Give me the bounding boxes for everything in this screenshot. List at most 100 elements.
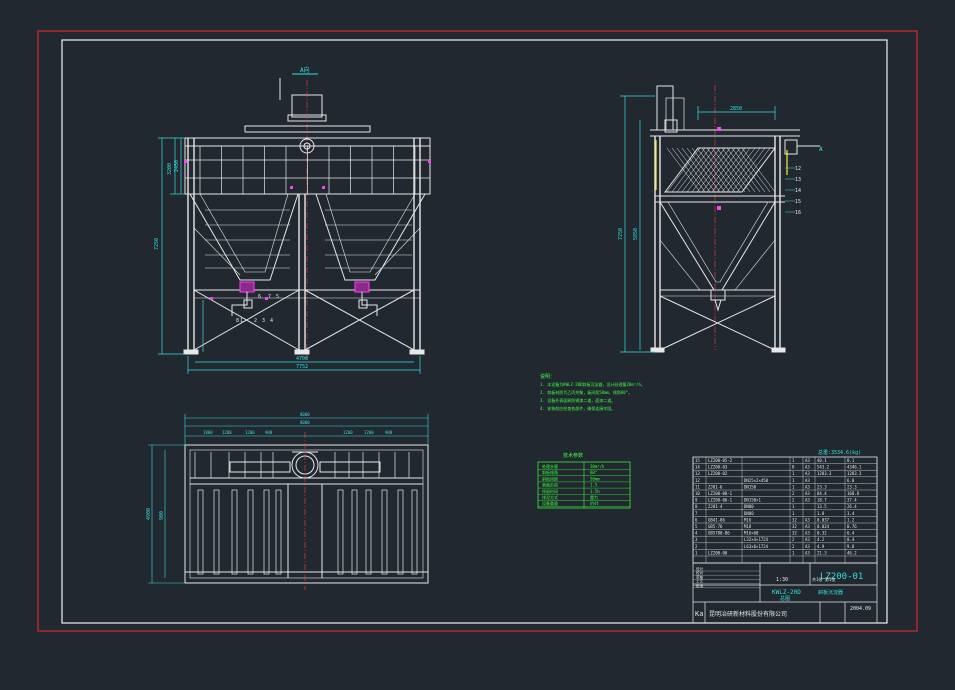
company-name: 昆明冶研新材料股份有限公司 (709, 610, 787, 618)
parts-cell: 18.7 (817, 498, 827, 503)
callout-number: 13 (795, 177, 801, 183)
parts-cell: 1 (792, 504, 795, 509)
callout-number: 1 (240, 318, 243, 324)
parts-cell: 6.4 (847, 531, 855, 536)
parts-cell: GB5-76 (708, 524, 723, 529)
title-role-label: 批准 (696, 583, 704, 588)
title-role-label: 工艺 (696, 579, 704, 584)
callout-number: 3 (262, 318, 265, 324)
parts-cell: 0.32 (817, 531, 827, 536)
outer-frame (37, 30, 918, 632)
parts-cell: 21.3 (817, 550, 827, 555)
parts-cell: DN80 (744, 504, 754, 509)
parts-cell: A3 (805, 537, 810, 542)
callout-number: 6 (258, 294, 261, 300)
parts-cell: 5 (695, 524, 698, 529)
section-label: A向 (300, 66, 310, 74)
title-date: 2004.09 (850, 606, 871, 612)
spec-param-name: 斜板间距 (542, 475, 558, 481)
callout-number: 4 (270, 318, 273, 324)
front-view-dimensions (158, 137, 421, 374)
title-sheet: 共1张 第1张 (812, 576, 835, 582)
parts-cell: A3 (805, 517, 810, 522)
parts-cell: 1 (792, 458, 795, 463)
parts-cell: 9 (695, 498, 698, 503)
spec-param-name: 设备重量 (542, 500, 558, 506)
title-scale: 1:30 (776, 577, 788, 583)
callout-number: 12 (795, 166, 801, 172)
title-role-label: 校对 (696, 570, 704, 575)
parts-cell: DN80 (744, 511, 754, 516)
parts-cell: 8.4 (847, 537, 855, 542)
parts-cell: LZ200-08-1 (708, 491, 733, 496)
side-dim-total-height: 7250 (618, 228, 624, 240)
notes-block: 说明： 1. 本设备为KWLZ-20D斜板沉淀器，设计处理量20m³/h。 2.… (540, 373, 645, 411)
parts-cell: LZ200-03 (708, 465, 728, 470)
parts-cell: L63×6×1724 (744, 544, 769, 549)
parts-cell: 8 (695, 504, 698, 509)
callout-number: 5 (276, 294, 279, 300)
parts-cell: 168.8 (847, 491, 860, 496)
plan-dim-label: 1800 (203, 430, 213, 435)
dim-upper-height: 3200 (167, 163, 173, 175)
plan-dim-label: 900 (385, 430, 393, 435)
parts-cell: 32 (792, 517, 797, 522)
parts-cell: 2 (695, 544, 698, 549)
parts-cell: 1 (792, 484, 795, 489)
parts-cell: 0.76 (847, 524, 857, 529)
spec-param-name: 处理水量 (542, 463, 558, 469)
parts-cell: 4.2 (817, 537, 825, 542)
side-section-mark: A (819, 146, 823, 153)
parts-cell: 3 (695, 537, 698, 542)
spec-param-value: 1.5h (590, 489, 600, 494)
parts-cell: 84.4 (817, 491, 827, 496)
parts-cell: M16 (744, 517, 752, 522)
title-drawing-no: LZ200-01 (820, 572, 863, 582)
parts-cell: 4.9 (817, 544, 825, 549)
plan-dim-label: 8000 (300, 420, 310, 425)
parts-cell: 1 (792, 511, 795, 516)
dim-overall-height: 7250 (154, 238, 160, 250)
note-line: 3. 设备外表面刷防锈漆二道，面漆二道。 (540, 397, 615, 403)
spec-param-name: 表面负荷 (542, 482, 558, 488)
parts-cell: A3 (805, 498, 810, 503)
parts-cell: 1283.3 (817, 471, 832, 476)
parts-cell: 32 (792, 531, 797, 536)
plan-dim-label: 1200 (245, 430, 255, 435)
parts-cell: 12 (695, 478, 700, 483)
parts-cell: 10 (695, 491, 700, 496)
parts-cell: M18 (744, 524, 752, 529)
parts-cell: 23.3 (817, 484, 827, 489)
plan-dim-label: 1200 (222, 430, 232, 435)
parts-cell: LZ200-05-2 (708, 458, 733, 463)
parts-cell: 2 (792, 491, 795, 496)
plan-view-dimensions (148, 414, 429, 584)
spec-param-name: 斜板倾角 (542, 469, 558, 475)
plan-view (184, 432, 429, 590)
parts-cell: 11 (695, 484, 700, 489)
parts-cell: A3 (805, 484, 810, 489)
parts-cell: 2 (792, 498, 795, 503)
parts-cell: DN25×2×450 (744, 478, 769, 483)
parts-cell: 3.4 (847, 511, 855, 516)
note-line: 4. 安装前应检查各部件，确保连接牢固。 (540, 405, 615, 411)
dim-base-width: 7752 (296, 364, 308, 370)
spec-param-value: 50mm (590, 476, 600, 481)
parts-cell: A3 (805, 478, 810, 483)
parts-cell: 0.1 (847, 458, 855, 463)
parts-cell: 1283.3 (847, 471, 862, 476)
parts-cell: 1 (792, 478, 795, 483)
plan-dim-depth-inner: 900 (159, 511, 165, 520)
parts-cell: 15 (695, 458, 700, 463)
parts-cell: GB41-86 (708, 517, 725, 522)
parts-cell: GB5780-86 (708, 531, 730, 536)
dim-inner-width: 4700 (296, 356, 308, 362)
side-view-dimensions (620, 95, 776, 353)
parts-cell: A3 (805, 550, 810, 555)
parts-cell: LZ200-00 (708, 550, 728, 555)
parts-cell: A3 (805, 491, 810, 496)
parts-cell: 40.1 (817, 458, 827, 463)
parts-cell: L32×4×1724 (744, 537, 769, 542)
parts-cell: 37.4 (847, 498, 857, 503)
